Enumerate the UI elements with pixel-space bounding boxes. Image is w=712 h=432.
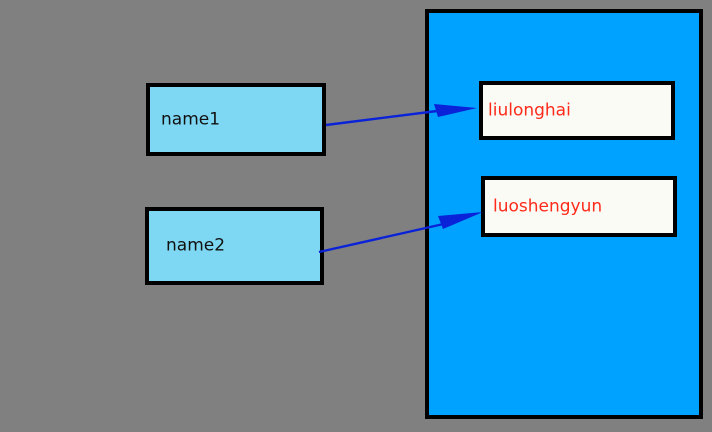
value-box-1: liulonghai [479, 81, 675, 140]
value-box-2: luoshengyun [481, 176, 677, 237]
value-label-1: liulonghai [488, 100, 571, 120]
variable-label-name1: name1 [161, 109, 221, 129]
variable-box-name2: name2 [145, 207, 324, 285]
value-label-2: luoshengyun [493, 196, 603, 216]
variable-label-name2: name2 [166, 235, 226, 256]
variable-box-name1: name1 [146, 83, 326, 156]
